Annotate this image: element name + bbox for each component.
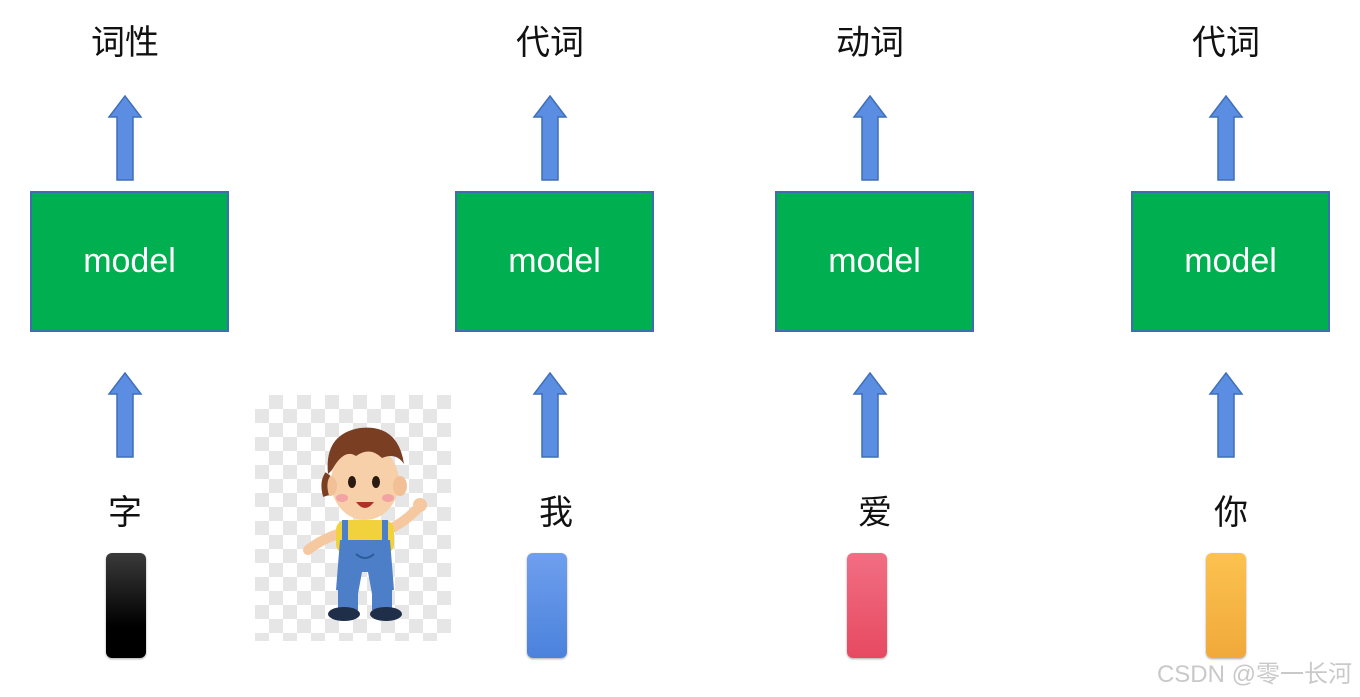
top-label-3: 代词 — [1192, 23, 1260, 63]
cartoon-boy-icon — [303, 427, 427, 621]
model-label-2: model — [828, 242, 921, 280]
model-label-3: model — [1184, 242, 1277, 280]
word-label-1: 我 — [539, 493, 573, 533]
model-label-0: model — [83, 242, 176, 280]
token-swatch-1 — [527, 553, 567, 658]
up-arrow-icon — [532, 95, 568, 181]
up-arrow-icon — [532, 372, 568, 458]
model-box-1: model — [455, 191, 654, 332]
token-swatch-0 — [106, 553, 146, 658]
up-arrow-icon — [107, 95, 143, 181]
model-box-2: model — [775, 191, 974, 332]
up-arrow-icon — [852, 372, 888, 458]
up-arrow-icon — [852, 95, 888, 181]
up-arrow-icon — [107, 372, 143, 458]
watermark: CSDN @零一长河 — [1156, 661, 1352, 688]
token-swatch-2 — [847, 553, 887, 658]
word-label-3: 你 — [1214, 493, 1248, 533]
word-label-2: 爱 — [858, 493, 892, 533]
token-swatch-3 — [1206, 553, 1246, 658]
model-box-0: model — [30, 191, 229, 332]
word-label-0: 字 — [108, 493, 142, 533]
model-box-3: model — [1131, 191, 1330, 332]
model-label-1: model — [508, 242, 601, 280]
top-label-2: 动词 — [836, 23, 904, 63]
top-label-1: 代词 — [516, 23, 584, 63]
top-label-0: 词性 — [91, 23, 159, 63]
up-arrow-icon — [1208, 95, 1244, 181]
up-arrow-icon — [1208, 372, 1244, 458]
